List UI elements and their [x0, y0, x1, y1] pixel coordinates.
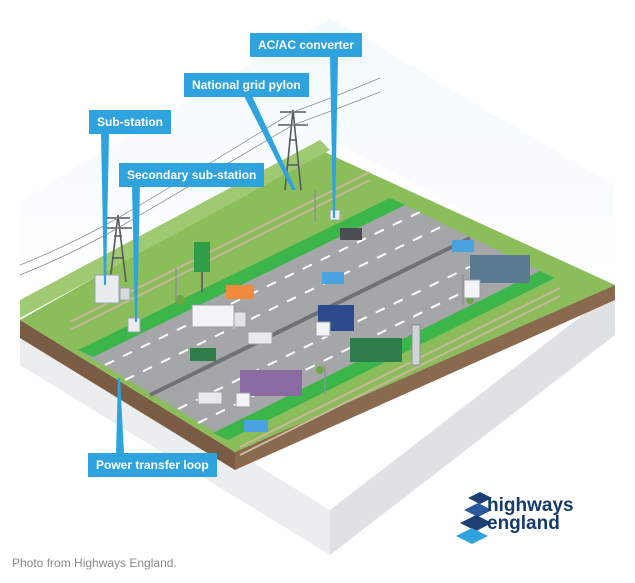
pylon-icon [104, 214, 132, 283]
substation-building [94, 274, 131, 304]
road-surface [78, 198, 555, 440]
label-sub-station: Sub-station [89, 110, 171, 134]
label-secondary-sub-station: Secondary sub-station [119, 163, 265, 187]
label-ac-ac-converter: AC/AC converter [250, 33, 363, 57]
brand-wordmark: highways england [487, 495, 574, 534]
label-power-transfer-loop: Power transfer loop [88, 453, 217, 477]
central-reservation [149, 236, 471, 397]
charging-lane-left [78, 198, 405, 357]
gantry-sign [411, 324, 421, 366]
road-sign [194, 242, 210, 292]
photo-credit: Photo from Highways England. [12, 556, 177, 570]
lamp-posts [175, 190, 464, 395]
base-front-right [330, 290, 615, 555]
brand-line-2: england [487, 513, 560, 534]
soil-left [20, 320, 235, 470]
secondary-substation-box [127, 317, 141, 333]
pylon-icon [278, 109, 308, 191]
label-national-grid-pylon: National grid pylon [184, 73, 309, 97]
highways-england-logo [456, 492, 492, 544]
callout-leaders [101, 56, 338, 453]
fence-front [239, 287, 561, 456]
vehicles [190, 228, 530, 432]
brand-line-1: highways [487, 495, 574, 516]
soil-right [235, 285, 615, 470]
